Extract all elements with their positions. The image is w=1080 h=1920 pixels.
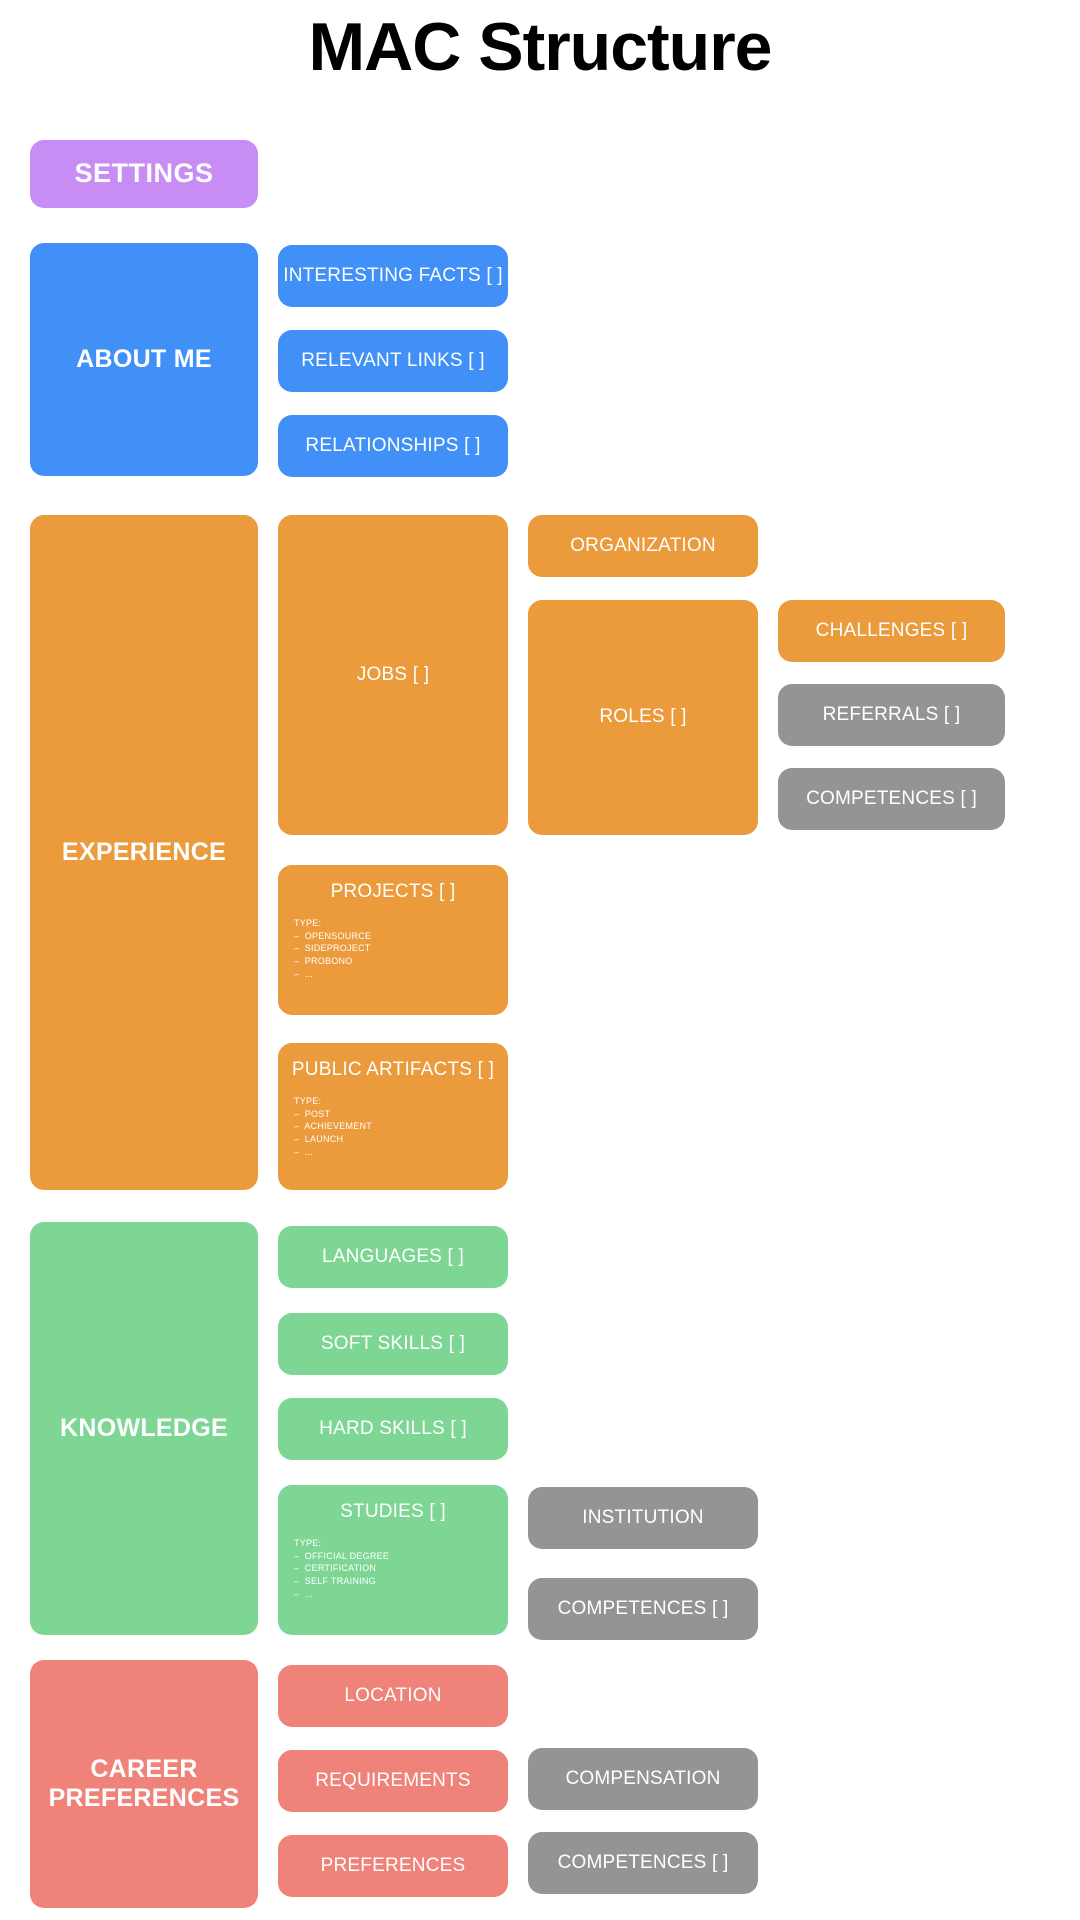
type-list-item: – ... — [294, 1588, 314, 1599]
node-studies[interactable]: STUDIES [ ] TYPE: – OFFICIAL DEGREE – CE… — [278, 1485, 508, 1635]
type-list-item: – CERTIFICATION — [294, 1563, 377, 1574]
node-career-preferences[interactable]: CAREER PREFERENCES — [30, 1660, 258, 1908]
node-career-preferences-label-line2: PREFERENCES — [48, 1784, 240, 1812]
node-relevant-links[interactable]: RELEVANT LINKS [ ] — [278, 330, 508, 392]
node-compensation[interactable]: COMPENSATION — [528, 1748, 758, 1810]
node-experience-competences-label: COMPETENCES [ ] — [806, 787, 977, 809]
node-challenges-label: CHALLENGES [ ] — [815, 619, 968, 641]
node-jobs-label: JOBS [ ] — [356, 663, 430, 685]
node-location[interactable]: LOCATION — [278, 1665, 508, 1727]
node-experience-competences[interactable]: COMPETENCES [ ] — [778, 768, 1005, 830]
node-relationships-label: RELATIONSHIPS [ ] — [305, 434, 481, 456]
node-settings[interactable]: SETTINGS — [30, 140, 258, 208]
node-projects-type-list: TYPE: – OPENSOURCE – SIDEPROJECT – PROBO… — [278, 917, 508, 981]
type-list-item: – LAUNCH — [294, 1134, 344, 1145]
node-requirements-label: REQUIREMENTS — [315, 1769, 471, 1791]
node-career-competences-label: COMPETENCES [ ] — [557, 1851, 729, 1873]
node-hard-skills[interactable]: HARD SKILLS [ ] — [278, 1398, 508, 1460]
node-about-me-label: ABOUT ME — [76, 344, 212, 373]
node-soft-skills-label: SOFT SKILLS [ ] — [320, 1332, 466, 1354]
type-list-item: – ... — [294, 1146, 314, 1157]
node-knowledge-competences-label: COMPETENCES [ ] — [557, 1597, 729, 1619]
node-challenges[interactable]: CHALLENGES [ ] — [778, 600, 1005, 662]
node-referrals[interactable]: REFERRALS [ ] — [778, 684, 1005, 746]
type-list-title: TYPE: — [294, 1095, 322, 1106]
node-about-me[interactable]: ABOUT ME — [30, 243, 258, 476]
node-relationships[interactable]: RELATIONSHIPS [ ] — [278, 415, 508, 477]
node-soft-skills[interactable]: SOFT SKILLS [ ] — [278, 1313, 508, 1375]
node-organization[interactable]: ORGANIZATION — [528, 515, 758, 577]
node-preferences-label: PREFERENCES — [320, 1854, 466, 1876]
node-knowledge[interactable]: KNOWLEDGE — [30, 1222, 258, 1635]
node-institution-label: INSTITUTION — [582, 1506, 704, 1528]
type-list-item: – POST — [294, 1108, 331, 1119]
node-location-label: LOCATION — [344, 1684, 442, 1706]
node-public-artifacts[interactable]: PUBLIC ARTIFACTS [ ] TYPE: – POST – ACHI… — [278, 1043, 508, 1190]
type-list-title: TYPE: — [294, 1537, 322, 1548]
node-organization-label: ORGANIZATION — [570, 534, 716, 556]
node-relevant-links-label: RELEVANT LINKS [ ] — [301, 349, 485, 371]
node-experience[interactable]: EXPERIENCE — [30, 515, 258, 1190]
node-studies-label: STUDIES [ ] — [340, 1501, 446, 1522]
type-list-item: – PROBONO — [294, 956, 353, 967]
node-hard-skills-label: HARD SKILLS [ ] — [319, 1417, 467, 1439]
node-projects[interactable]: PROJECTS [ ] TYPE: – OPENSOURCE – SIDEPR… — [278, 865, 508, 1015]
type-list-item: – OPENSOURCE — [294, 930, 372, 941]
node-compensation-label: COMPENSATION — [565, 1767, 721, 1789]
node-public-artifacts-label: PUBLIC ARTIFACTS [ ] — [291, 1059, 495, 1080]
type-list-item: – ACHIEVEMENT — [294, 1121, 373, 1132]
node-public-artifacts-type-list: TYPE: – POST – ACHIEVEMENT – LAUNCH – ..… — [278, 1095, 508, 1159]
node-institution[interactable]: INSTITUTION — [528, 1487, 758, 1549]
node-roles[interactable]: ROLES [ ] — [528, 600, 758, 835]
type-list-item: – SIDEPROJECT — [294, 943, 371, 954]
node-requirements[interactable]: REQUIREMENTS — [278, 1750, 508, 1812]
node-referrals-label: REFERRALS [ ] — [822, 703, 961, 725]
node-preferences[interactable]: PREFERENCES — [278, 1835, 508, 1897]
node-interesting-facts[interactable]: INTERESTING FACTS [ ] — [278, 245, 508, 307]
node-knowledge-competences[interactable]: COMPETENCES [ ] — [528, 1578, 758, 1640]
node-jobs[interactable]: JOBS [ ] — [278, 515, 508, 835]
node-interesting-facts-label: INTERESTING FACTS [ ] — [283, 264, 503, 286]
node-languages[interactable]: LANGUAGES [ ] — [278, 1226, 508, 1288]
node-projects-label: PROJECTS [ ] — [330, 881, 456, 902]
node-experience-label: EXPERIENCE — [61, 837, 227, 866]
node-knowledge-label: KNOWLEDGE — [60, 1413, 228, 1442]
type-list-title: TYPE: — [294, 917, 322, 928]
node-roles-label: ROLES [ ] — [599, 706, 687, 728]
type-list-item: – SELF TRAINING — [294, 1576, 376, 1587]
node-studies-type-list: TYPE: – OFFICIAL DEGREE – CERTIFICATION … — [278, 1537, 508, 1601]
node-career-preferences-label-line1: CAREER — [90, 1754, 198, 1783]
node-settings-label: SETTINGS — [74, 158, 214, 189]
node-career-competences[interactable]: COMPETENCES [ ] — [528, 1832, 758, 1894]
type-list-item: – OFFICIAL DEGREE — [294, 1550, 390, 1561]
page-title: MAC Structure — [308, 9, 772, 85]
type-list-item: – ... — [294, 968, 314, 979]
node-languages-label: LANGUAGES [ ] — [322, 1245, 464, 1267]
